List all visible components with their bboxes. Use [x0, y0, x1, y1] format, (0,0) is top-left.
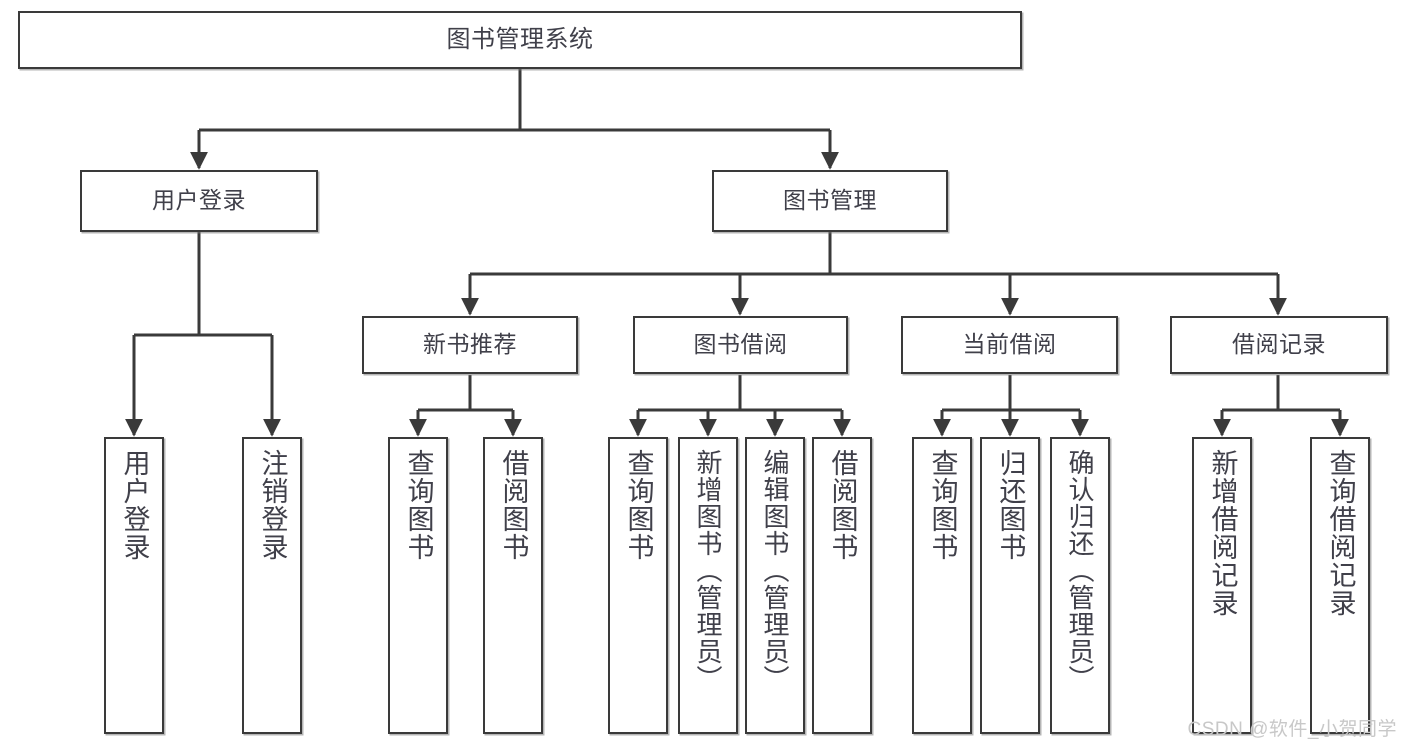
node-user-login-label: 用户登录: [152, 187, 246, 214]
node-leaf-user-login[interactable]: 用户登录: [104, 437, 164, 734]
node-root[interactable]: 图书管理系统: [18, 11, 1022, 69]
node-leaf-add-record[interactable]: 新增借阅记录: [1192, 437, 1252, 734]
node-leaf-add-record-label: 新增借阅记录: [1207, 449, 1238, 617]
node-borrow-record[interactable]: 借阅记录: [1170, 316, 1388, 374]
node-user-login[interactable]: 用户登录: [80, 170, 318, 232]
node-leaf-query-book-1[interactable]: 查询图书: [388, 437, 448, 734]
node-leaf-return-book-label: 归还图书: [995, 449, 1026, 561]
node-book-manage-label: 图书管理: [783, 187, 877, 214]
node-leaf-borrow-book-1-label: 借阅图书: [498, 449, 529, 561]
node-leaf-add-book[interactable]: 新增图书（管理员）: [678, 437, 738, 734]
node-leaf-edit-book-label: 编辑图书（管理员）: [760, 449, 790, 692]
node-leaf-user-login-label: 用户登录: [119, 449, 150, 561]
node-leaf-query-record-label: 查询借阅记录: [1325, 449, 1356, 617]
node-new-book-rec-label: 新书推荐: [423, 331, 517, 358]
node-leaf-return-book[interactable]: 归还图书: [980, 437, 1040, 734]
node-new-book-rec[interactable]: 新书推荐: [362, 316, 578, 374]
node-book-borrow[interactable]: 图书借阅: [633, 316, 848, 374]
node-leaf-add-book-label: 新增图书（管理员）: [693, 449, 723, 692]
node-root-label: 图书管理系统: [446, 25, 594, 53]
node-book-borrow-label: 图书借阅: [693, 331, 788, 358]
node-leaf-query-book-2-label: 查询图书: [623, 449, 654, 561]
node-leaf-borrow-book-1[interactable]: 借阅图书: [483, 437, 543, 734]
node-leaf-confirm-return[interactable]: 确认归还（管理员）: [1050, 437, 1110, 734]
node-leaf-edit-book[interactable]: 编辑图书（管理员）: [745, 437, 805, 734]
node-current-borrow-label: 当前借阅: [962, 331, 1057, 358]
node-current-borrow[interactable]: 当前借阅: [901, 316, 1118, 374]
node-leaf-query-book-3[interactable]: 查询图书: [912, 437, 972, 734]
node-leaf-confirm-return-label: 确认归还（管理员）: [1065, 449, 1095, 692]
node-leaf-query-record[interactable]: 查询借阅记录: [1310, 437, 1370, 734]
node-leaf-borrow-book-2[interactable]: 借阅图书: [812, 437, 872, 734]
node-leaf-logout-login-label: 注销登录: [257, 449, 288, 561]
node-leaf-query-book-3-label: 查询图书: [927, 449, 958, 561]
node-leaf-borrow-book-2-label: 借阅图书: [827, 449, 858, 561]
node-borrow-record-label: 借阅记录: [1232, 331, 1326, 358]
node-leaf-query-book-1-label: 查询图书: [403, 449, 434, 561]
node-leaf-query-book-2[interactable]: 查询图书: [608, 437, 668, 734]
node-leaf-logout-login[interactable]: 注销登录: [242, 437, 302, 734]
node-book-manage[interactable]: 图书管理: [712, 170, 948, 232]
